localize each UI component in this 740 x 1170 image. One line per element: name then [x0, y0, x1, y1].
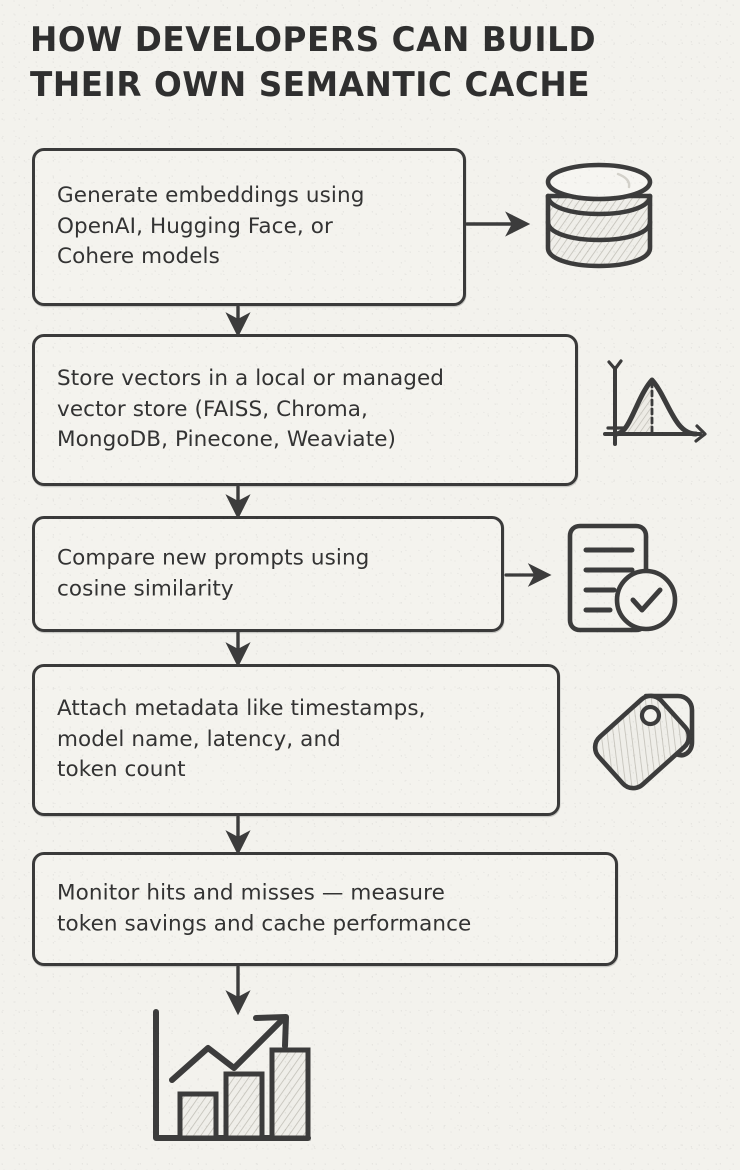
step-4-line-3: token count — [57, 757, 186, 783]
step-4-line-2: model name, latency, and — [57, 726, 341, 752]
step-box-3[interactable]: Compare new prompts using cosine similar… — [32, 516, 504, 632]
step-3-text: Compare new prompts using cosine similar… — [57, 543, 489, 604]
step-2-text: Store vectors in a local or managed vect… — [57, 364, 563, 456]
bell-curve-chart-icon — [600, 358, 712, 458]
step-5-line-1: Monitor hits and misses — measure — [57, 880, 445, 906]
step-box-4[interactable]: Attach metadata like timestamps, model n… — [32, 664, 560, 816]
step-1-line-2: OpenAI, Hugging Face, or — [57, 213, 333, 239]
step-1-line-3: Cohere models — [57, 244, 220, 270]
page-title-line-2: THEIR OWN SEMANTIC CACHE — [30, 65, 591, 106]
step-5-line-2: token savings and cache performance — [57, 911, 472, 936]
bar-chart-growth-icon — [140, 1002, 322, 1158]
step-2-line-1: Store vectors in a local or managed — [57, 366, 445, 392]
step-1-text: Generate embeddings using OpenAI, Huggin… — [57, 181, 451, 273]
page-title: HOW DEVELOPERS CAN BUILD THEIR OWN SEMAN… — [30, 18, 683, 108]
step-2-line-2: vector store (FAISS, Chroma, — [57, 396, 368, 422]
database-icon — [534, 160, 664, 280]
step-4-text: Attach metadata like timestamps, model n… — [57, 694, 545, 786]
tags-icon — [584, 682, 706, 798]
step-1-line-1: Generate embeddings using — [57, 183, 365, 209]
step-5-text: Monitor hits and misses — measure token … — [57, 878, 603, 939]
step-4-line-1: Attach metadata like timestamps, — [57, 696, 426, 722]
step-2-line-3: MongoDB, Pinecone, Weaviate) — [57, 427, 397, 453]
step-box-5[interactable]: Monitor hits and misses — measure token … — [32, 852, 618, 966]
page-title-line-1: HOW DEVELOPERS CAN BUILD — [30, 20, 597, 60]
step-box-2[interactable]: Store vectors in a local or managed vect… — [32, 334, 578, 486]
step-3-line-1: Compare new prompts using — [57, 545, 370, 571]
step-box-1[interactable]: Generate embeddings using OpenAI, Huggin… — [32, 148, 466, 306]
step-3-line-2: cosine similarity — [57, 576, 234, 601]
document-check-icon — [556, 520, 684, 638]
